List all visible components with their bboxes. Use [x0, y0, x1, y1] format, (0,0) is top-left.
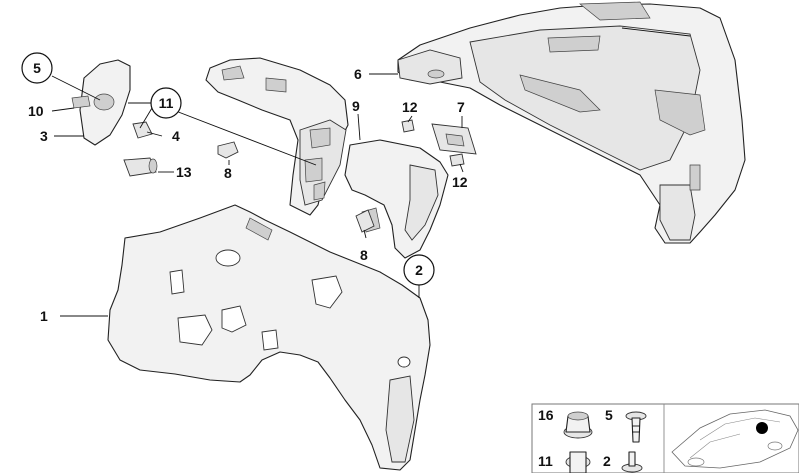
part-8-plug-left: [217, 141, 239, 159]
callout-13: 13: [176, 164, 192, 180]
callout-12-top: 12: [402, 99, 418, 115]
callout-12-right: 12: [452, 174, 468, 190]
callout-2: 2: [415, 262, 423, 278]
leader-lines: [51, 73, 464, 317]
part-upper-trim: [205, 57, 349, 216]
part-13-sleeve: [123, 157, 158, 177]
legend-grommet-icon: [565, 451, 591, 473]
part-12-clip-right: [449, 153, 465, 167]
callout-labels: 5 10 3 11 4 13 8 6 9 12 7 12 8 2 1: [21, 52, 468, 324]
callout-1: 1: [40, 308, 48, 324]
legend-nut-icon: [563, 411, 593, 439]
callout-3: 3: [40, 128, 48, 144]
location-dot-icon: [756, 422, 768, 434]
callout-8-left: 8: [224, 165, 232, 181]
legend-num-2: 2: [603, 453, 611, 469]
part-1-side-trim: [107, 204, 431, 471]
part-7-bracket: [431, 123, 477, 155]
callout-circle-11: [150, 87, 182, 119]
callout-5: 5: [33, 60, 41, 76]
part-6-rear-panel: [397, 1, 746, 244]
legend-screw-icon: [625, 411, 647, 443]
callout-circle-2: [403, 254, 435, 286]
legend-pin-icon: [621, 451, 643, 473]
legend-box: 16 5 11 2: [531, 403, 799, 473]
legend-num-11: 11: [538, 453, 553, 469]
callout-11: 11: [159, 95, 174, 111]
callout-8-right: 8: [360, 247, 368, 263]
part-8-plug-right: [355, 209, 375, 233]
legend-car-icon: [671, 409, 799, 469]
callout-9: 9: [352, 98, 360, 114]
legend-num-5: 5: [605, 407, 613, 423]
callout-circle-5: [21, 52, 53, 84]
part-4-clip: [132, 121, 153, 139]
part-3-cover-panel: [71, 59, 131, 146]
legend-num-16: 16: [538, 407, 554, 423]
callout-10: 10: [28, 103, 44, 119]
callout-7: 7: [457, 99, 465, 115]
callout-6: 6: [354, 66, 362, 82]
callout-4: 4: [172, 128, 180, 144]
part-2-trim: [344, 139, 449, 259]
